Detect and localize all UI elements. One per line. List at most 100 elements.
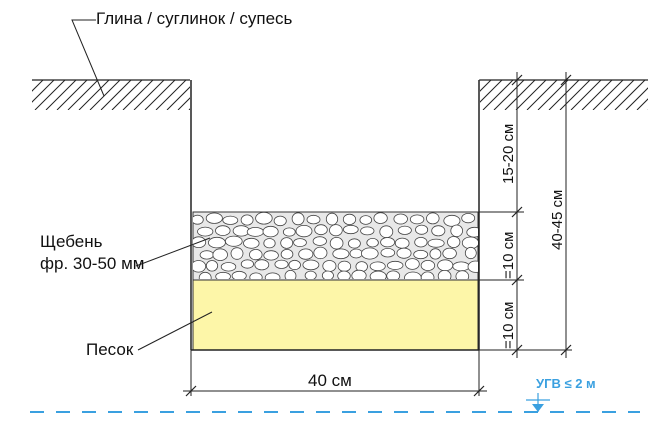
sand-thickness-label: =10 см bbox=[500, 301, 517, 349]
gravel-stone bbox=[396, 247, 412, 259]
inner-tick-2 bbox=[511, 206, 523, 218]
hatch-stroke bbox=[166, 86, 190, 110]
gravel-stone bbox=[280, 237, 294, 249]
hatch-stroke bbox=[89, 80, 121, 110]
gravel-stone bbox=[455, 270, 470, 279]
hatch-stroke bbox=[625, 87, 648, 110]
gravel-stone bbox=[351, 269, 367, 279]
gravel-stone bbox=[360, 247, 379, 260]
gravel-stone bbox=[380, 237, 396, 248]
hatch-stroke bbox=[133, 80, 165, 110]
gravel-stone bbox=[288, 259, 301, 271]
hatch-stroke bbox=[34, 80, 66, 110]
hatch-stroke bbox=[581, 80, 613, 110]
gravel-stone bbox=[379, 225, 394, 239]
gravel-stone bbox=[409, 214, 425, 225]
gravel-stone bbox=[394, 237, 410, 249]
ground-hatch-right bbox=[480, 80, 648, 110]
hatch-stroke bbox=[200, 80, 230, 110]
gravel-stone bbox=[359, 215, 373, 225]
gravel-stone bbox=[313, 246, 328, 260]
gravel-stone bbox=[263, 250, 279, 261]
hatch-stroke bbox=[144, 80, 176, 110]
gravel-stone bbox=[413, 249, 429, 260]
gravel-stone bbox=[443, 214, 461, 227]
gravel-label-line1: Щебень bbox=[40, 232, 103, 251]
hatch-stroke bbox=[155, 80, 187, 110]
gravel-stone bbox=[420, 271, 435, 279]
gravel-stone bbox=[298, 248, 314, 260]
gravel-stone bbox=[386, 270, 401, 279]
hatch-stroke bbox=[67, 80, 99, 110]
gravel-stone bbox=[295, 225, 313, 238]
hatch-stroke bbox=[570, 80, 602, 110]
gravel-stone bbox=[373, 212, 388, 224]
gravel-stone bbox=[369, 261, 386, 272]
gravel-stone bbox=[205, 260, 219, 272]
gravel-stone bbox=[222, 215, 239, 225]
gravel-stone bbox=[349, 248, 363, 259]
sand-label: Песок bbox=[86, 340, 134, 359]
gravel-stone bbox=[342, 224, 359, 235]
gravel-stone bbox=[291, 212, 305, 226]
gravel-stone bbox=[193, 260, 207, 273]
gravel-stone bbox=[431, 225, 446, 237]
gravel-stone bbox=[304, 270, 317, 279]
gravel-stone bbox=[255, 212, 273, 225]
hatch-stroke bbox=[526, 80, 558, 110]
outer-tick-top bbox=[560, 74, 572, 86]
gravel-stone bbox=[332, 248, 350, 260]
hatch-stroke bbox=[548, 80, 580, 110]
hatch-stroke bbox=[592, 80, 624, 110]
hatch-stroke bbox=[480, 80, 492, 92]
width-tick-right bbox=[473, 385, 485, 397]
gravel-stone bbox=[397, 225, 412, 235]
width-tick-left bbox=[185, 385, 197, 397]
gravel-stone bbox=[452, 261, 470, 272]
gravel-stone bbox=[321, 270, 334, 279]
hatch-stroke bbox=[559, 80, 591, 110]
gravel-stone bbox=[212, 248, 228, 262]
width-dimension-label: 40 см bbox=[308, 371, 352, 390]
gravel-stone bbox=[246, 226, 264, 237]
outer-tick-bottom bbox=[560, 344, 572, 356]
gravel-stone bbox=[415, 224, 429, 235]
gravel-stone bbox=[461, 213, 476, 224]
gravel-stone bbox=[314, 224, 328, 236]
gravel-stone bbox=[225, 235, 243, 247]
hatch-stroke bbox=[32, 80, 44, 92]
gravel-stone bbox=[380, 247, 396, 258]
gravel-stone bbox=[337, 270, 351, 279]
gravel-stone bbox=[414, 236, 428, 248]
gravel-stone bbox=[360, 226, 375, 236]
gravel-stone bbox=[322, 260, 337, 272]
gravel-stone bbox=[429, 248, 442, 260]
soil-leader-line bbox=[71, 19, 105, 97]
gravel-stone bbox=[240, 214, 254, 226]
gravel-stone bbox=[215, 271, 231, 279]
hatch-stroke bbox=[537, 80, 569, 110]
hatch-stroke bbox=[111, 80, 143, 110]
gravel-stone bbox=[198, 271, 212, 279]
gravel-stone bbox=[254, 259, 270, 271]
gravel-stone bbox=[199, 250, 214, 260]
gravel-stone bbox=[215, 225, 231, 236]
gravel-stone bbox=[342, 213, 357, 225]
hatch-stroke bbox=[647, 109, 648, 110]
gravel-stone bbox=[284, 270, 297, 279]
gravel-thickness-label: =10 см bbox=[500, 231, 517, 279]
hatch-stroke bbox=[482, 80, 514, 110]
gravel-stone bbox=[437, 270, 452, 279]
gravel-stone bbox=[230, 247, 244, 260]
gravel-stone bbox=[369, 270, 387, 279]
hatch-stroke bbox=[493, 80, 525, 110]
gravel-stone bbox=[420, 259, 436, 271]
gravel-stone bbox=[464, 246, 477, 260]
gravel-stone bbox=[325, 212, 339, 226]
gravel-stone bbox=[264, 272, 281, 279]
hatch-stroke bbox=[614, 80, 646, 110]
gravel-stone bbox=[329, 236, 344, 250]
total-depth-label: 40-45 см bbox=[549, 189, 566, 250]
hatch-stroke bbox=[515, 80, 547, 110]
hatch-stroke bbox=[480, 80, 481, 81]
